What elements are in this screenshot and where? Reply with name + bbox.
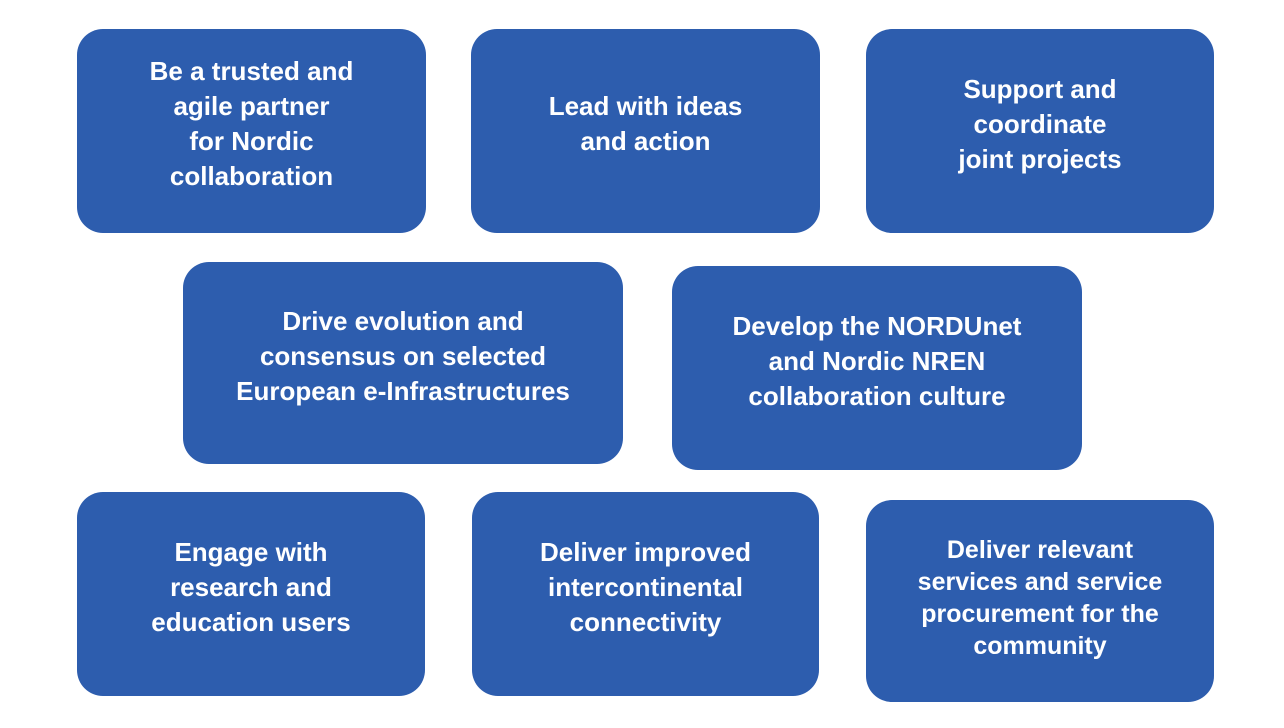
goal-box-label: Develop the NORDUnet and Nordic NREN col…	[732, 310, 1022, 411]
goal-box-label: Deliver relevant services and service pr…	[917, 536, 1163, 660]
goal-box-deliver-services: Deliver relevant services and service pr…	[866, 500, 1214, 702]
goal-box-support-coordinate: Support and coordinate joint projects	[866, 29, 1214, 233]
goal-box-label: Deliver improved intercontinental connec…	[540, 536, 751, 637]
goal-box-lead-ideas-action: Lead with ideas and action	[471, 29, 820, 233]
goal-box-develop-culture: Develop the NORDUnet and Nordic NREN col…	[672, 266, 1082, 470]
goal-box-label: Drive evolution and consensus on selecte…	[236, 305, 570, 406]
goal-box-label: Be a trusted and agile partner for Nordi…	[149, 56, 354, 191]
goal-box-label: Lead with ideas and action	[548, 91, 743, 156]
goal-box-engage-users: Engage with research and education users	[77, 492, 425, 696]
goal-box-label: Support and coordinate joint projects	[958, 73, 1122, 174]
goal-box-drive-evolution: Drive evolution and consensus on selecte…	[183, 262, 623, 464]
goal-box-label: Engage with research and education users	[151, 536, 351, 637]
goal-box-deliver-connectivity: Deliver improved intercontinental connec…	[472, 492, 819, 696]
goal-box-trusted-partner: Be a trusted and agile partner for Nordi…	[77, 29, 426, 233]
